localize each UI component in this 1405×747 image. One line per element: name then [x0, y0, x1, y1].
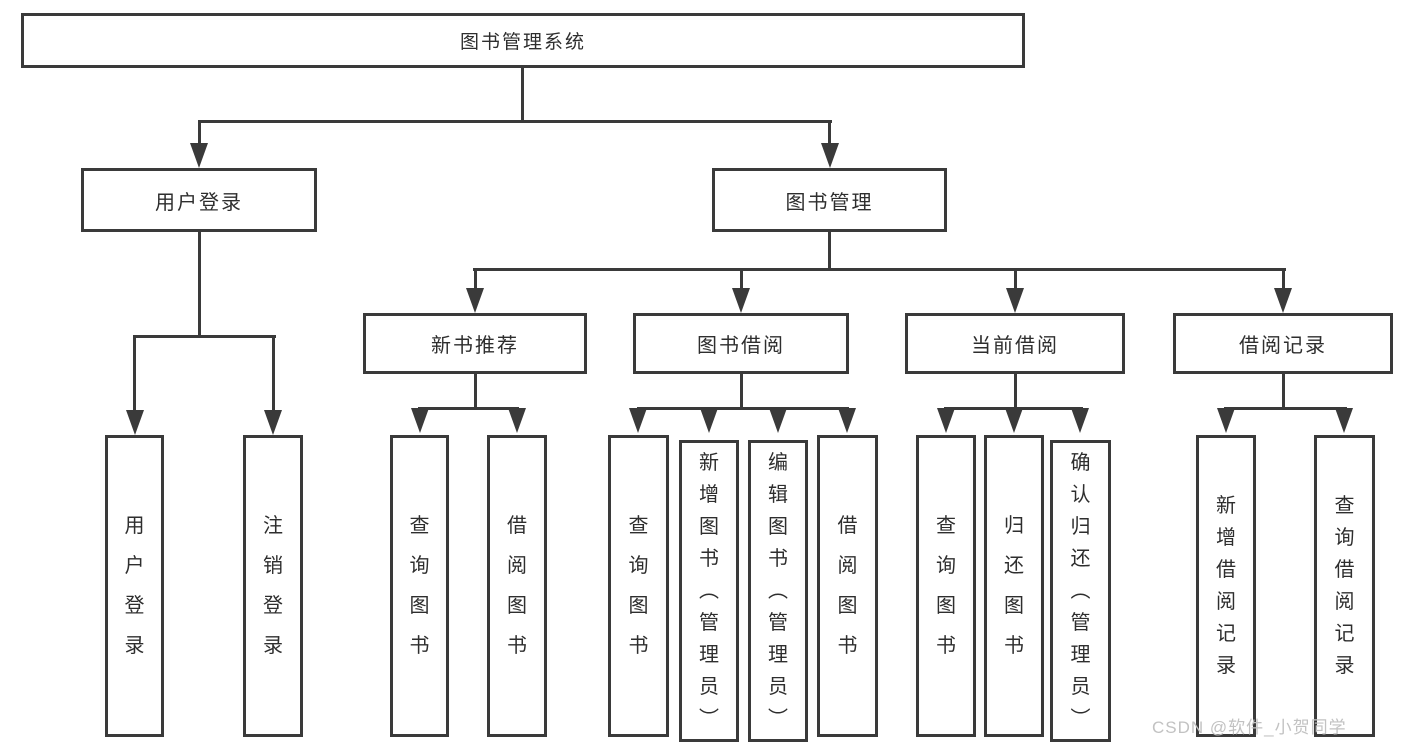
arrowhead-down-icon — [821, 143, 839, 168]
node-book-borrow: 图书借阅 — [633, 313, 849, 374]
leaf-add-book-admin: 新增图书︵管理员︶ — [679, 440, 739, 742]
arrowhead-down-icon — [1274, 288, 1292, 313]
leaf-return-book-label: 归还图书 — [1004, 515, 1024, 657]
node-user-login: 用户登录 — [81, 168, 317, 232]
connector-line — [198, 232, 201, 338]
leaf-query-borrow-record: 查询借阅记录 — [1314, 435, 1375, 737]
arrowhead-down-icon — [1335, 408, 1353, 433]
arrowhead-down-icon — [126, 410, 144, 435]
connector-line — [474, 268, 477, 292]
arrowhead-down-icon — [700, 408, 718, 433]
leaf-add-borrow-record: 新增借阅记录 — [1196, 435, 1256, 737]
connector-line — [133, 335, 136, 412]
connector-line — [740, 268, 743, 292]
node-book-management-label: 图书管理 — [785, 191, 874, 214]
connector-line — [133, 335, 276, 338]
arrowhead-down-icon — [1071, 408, 1089, 433]
leaf-add-book-admin-label: 新增图书︵管理员︶ — [699, 452, 719, 730]
connector-line — [740, 374, 743, 410]
leaf-query-book-recommend-label: 查询图书 — [409, 515, 430, 657]
leaf-query-book-borrow-label: 查询图书 — [628, 515, 649, 657]
arrowhead-down-icon — [1005, 408, 1023, 433]
node-current-borrow-label: 当前借阅 — [971, 335, 1059, 357]
connector-line — [637, 407, 849, 410]
connector-line — [1224, 407, 1347, 410]
connector-line — [828, 232, 831, 271]
connector-line — [418, 407, 519, 410]
leaf-user-login: 用户登录 — [105, 435, 164, 737]
leaf-add-borrow-record-label: 新增借阅记录 — [1216, 495, 1236, 677]
leaf-user-login-label: 用户登录 — [124, 515, 145, 657]
node-root-label: 图书管理系统 — [459, 32, 586, 53]
leaf-query-book-recommend: 查询图书 — [390, 435, 449, 737]
node-borrow-records: 借阅记录 — [1173, 313, 1393, 374]
connector-line — [521, 68, 524, 122]
connector-line — [1282, 268, 1285, 292]
connector-line — [1014, 268, 1017, 292]
leaf-confirm-return-admin: 确认归还︵管理员︶ — [1050, 440, 1111, 742]
arrowhead-down-icon — [769, 408, 787, 433]
connector-line — [198, 120, 201, 145]
node-current-borrow: 当前借阅 — [905, 313, 1125, 374]
node-new-book-recommend-label: 新书推荐 — [431, 335, 519, 357]
leaf-return-book: 归还图书 — [984, 435, 1044, 737]
arrowhead-down-icon — [629, 408, 647, 433]
node-borrow-records-label: 借阅记录 — [1239, 335, 1327, 357]
leaf-borrow-book-recommend: 借阅图书 — [487, 435, 547, 737]
leaf-confirm-return-admin-label: 确认归还︵管理员︶ — [1070, 452, 1091, 730]
leaf-edit-book-admin: 编辑图书︵管理员︶ — [748, 440, 808, 742]
connector-line — [1282, 374, 1285, 410]
watermark: CSDN @软件_小贺同学 — [1152, 718, 1347, 737]
leaf-edit-book-admin-label: 编辑图书︵管理员︶ — [768, 452, 788, 730]
leaf-borrow-book-label: 借阅图书 — [837, 515, 858, 657]
node-root: 图书管理系统 — [21, 13, 1025, 68]
arrowhead-down-icon — [466, 288, 484, 313]
connector-line — [272, 335, 275, 412]
connector-line — [474, 374, 477, 410]
node-user-login-label: 用户登录 — [155, 191, 243, 214]
leaf-borrow-book-recommend-label: 借阅图书 — [507, 515, 527, 657]
leaf-query-book-borrow: 查询图书 — [608, 435, 669, 737]
arrowhead-down-icon — [411, 408, 429, 433]
connector-line — [473, 268, 1286, 271]
leaf-query-borrow-record-label: 查询借阅记录 — [1334, 495, 1355, 677]
node-new-book-recommend: 新书推荐 — [363, 313, 587, 374]
connector-line — [198, 120, 832, 123]
leaf-logout-login-label: 注销登录 — [263, 515, 283, 657]
leaf-borrow-book: 借阅图书 — [817, 435, 878, 737]
arrowhead-down-icon — [937, 408, 955, 433]
leaf-query-book-current-label: 查询图书 — [936, 515, 956, 657]
node-book-management: 图书管理 — [712, 168, 947, 232]
leaf-logout-login: 注销登录 — [243, 435, 303, 737]
leaf-query-book-current: 查询图书 — [916, 435, 976, 737]
arrowhead-down-icon — [1217, 408, 1235, 433]
arrowhead-down-icon — [190, 143, 208, 168]
arrowhead-down-icon — [1006, 288, 1024, 313]
arrowhead-down-icon — [264, 410, 282, 435]
connector-line — [1014, 374, 1017, 410]
arrowhead-down-icon — [508, 408, 526, 433]
connector-line — [828, 120, 831, 145]
arrowhead-down-icon — [732, 288, 750, 313]
arrowhead-down-icon — [838, 408, 856, 433]
node-book-borrow-label: 图书借阅 — [697, 335, 785, 357]
